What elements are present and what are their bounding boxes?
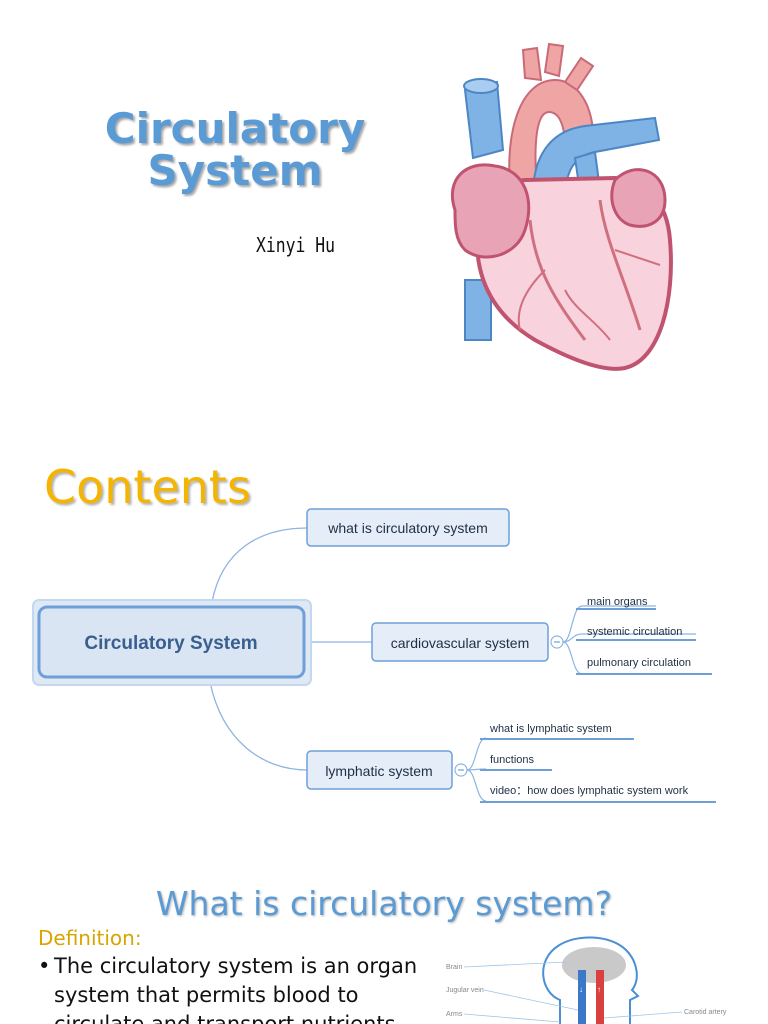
vena-cava-opening (463, 78, 499, 94)
label-jugular-vein: Jugular vein (446, 987, 484, 994)
branch-node-1 (306, 508, 510, 547)
right-atrium (450, 163, 531, 259)
definition-text: The circulatory system is an organ syste… (54, 954, 418, 1024)
leaf-label-2-2: systemic circulation (587, 626, 682, 638)
leader-brain (463, 961, 567, 968)
definition-paragraph: • The circulatory system is an organ sys… (38, 952, 433, 1024)
root-node (37, 605, 306, 679)
title-line-1: Circulatory (104, 104, 366, 153)
coronary-vessel-1 (528, 219, 587, 341)
coronary-vessel-2 (517, 269, 546, 331)
branch-node-3 (306, 750, 453, 790)
leaf-label-2-1: main organs (587, 596, 648, 608)
slide-title: Circulatory System (80, 108, 390, 192)
branch-node-2 (371, 622, 549, 662)
mindmap: Circulatory System what is circulatory s… (32, 508, 716, 803)
definition-label: Definition: (38, 926, 142, 950)
connector-root-branch-3 (209, 681, 308, 771)
title-line-2: System (147, 146, 323, 195)
bullet-marker: • (38, 954, 51, 978)
vein-vessel (578, 970, 586, 1024)
leader-jugular-vein (483, 989, 579, 1011)
title-slide: Circulatory System Xinyi Hu (0, 0, 768, 410)
artery-vessel (596, 970, 604, 1024)
aorta-branch-3 (563, 56, 595, 92)
leaf-label-3-2: functions (490, 754, 535, 766)
heart-illustration (450, 42, 673, 371)
label-carotid-artery: Carotid artery (684, 1009, 727, 1016)
aorta-branch-1 (521, 46, 543, 82)
vessel-arrow-up-icon: ↑ (597, 985, 601, 994)
aorta-branch-2 (543, 42, 565, 78)
branch-label-1: what is circulatory system (327, 520, 487, 536)
label-arms: Arms (446, 1011, 463, 1018)
contents-title: Contents (44, 460, 251, 514)
brain-shape (562, 947, 626, 983)
connector-root-branch-1 (211, 527, 308, 603)
label-brain: Brain (446, 964, 462, 971)
leader-carotid-artery (603, 1011, 683, 1019)
coronary-vessel-5 (564, 289, 611, 341)
leaf-label-2-3: pulmonary circulation (587, 657, 691, 669)
branch-label-2: cardiovascular system (391, 635, 530, 651)
coronary-vessel-3 (598, 199, 642, 331)
head-outline (542, 936, 640, 1024)
root-node-label: Circulatory System (84, 633, 257, 654)
vessel-arrow-down-icon: ↓ (579, 985, 583, 994)
definition-slide: What is circulatory system? Definition: … (0, 850, 768, 1024)
leaf-label-3-3: video：how does lymphatic system work (490, 785, 689, 797)
leader-arms (463, 1013, 561, 1023)
leaf-label-3-1: what is lymphatic system (489, 723, 612, 735)
contents-slide: Contents Circulatory System what is circ… (0, 420, 768, 840)
author-name: Xinyi Hu (256, 233, 335, 257)
coronary-vessel-4 (614, 249, 661, 266)
branch-label-3: lymphatic system (325, 763, 432, 779)
left-atrium (610, 168, 667, 228)
definition-slide-title: What is circulatory system? (155, 884, 613, 923)
body-circulation-diagram: ↓ ↑ Brain Jugular vein Arms Carotid arte… (446, 936, 727, 1024)
